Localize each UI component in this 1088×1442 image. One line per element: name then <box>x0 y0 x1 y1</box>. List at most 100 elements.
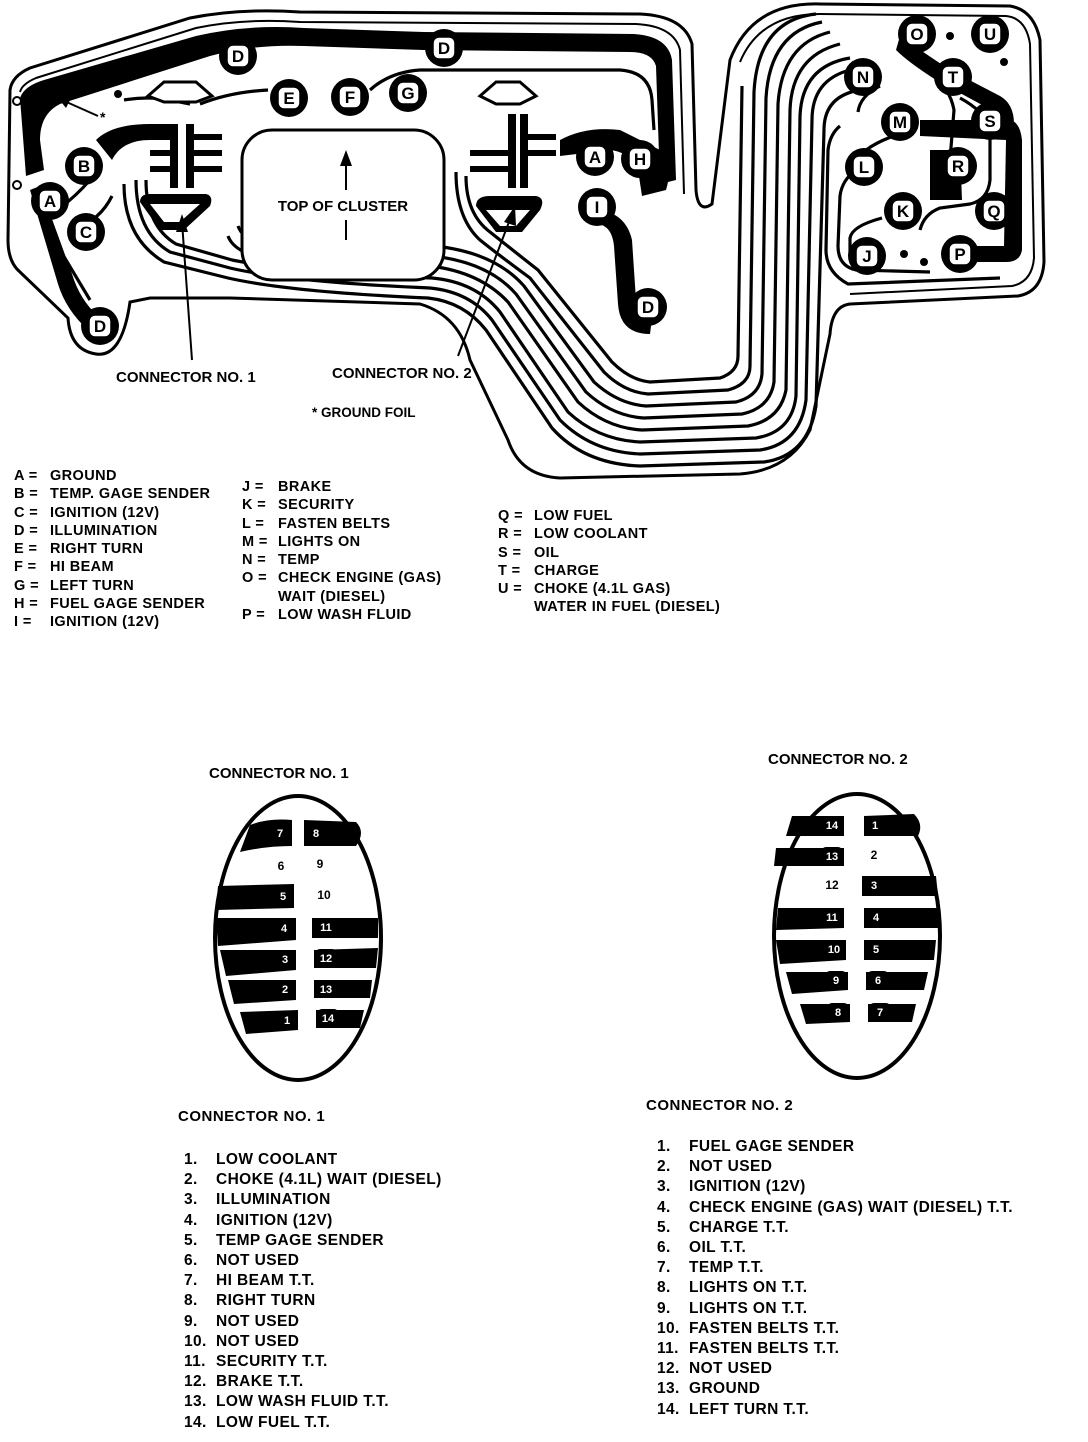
pin-list-item: 2.CHOKE (4.1L) WAIT (DIESEL) <box>184 1170 442 1190</box>
terminal-node-label: T <box>948 68 959 87</box>
connector-pin-13: 13 <box>774 847 844 866</box>
legend-key: C = <box>14 504 39 521</box>
pin-number: 9 <box>833 975 839 987</box>
legend-text: IGNITION (12V) <box>50 504 160 521</box>
terminal-node-label: N <box>857 68 869 87</box>
terminal-node-a1: A <box>31 182 69 220</box>
pin-list-number: 1. <box>184 1151 198 1168</box>
connector-pin-4: 4 <box>864 908 938 928</box>
terminal-node-n: N <box>844 58 882 96</box>
connector-pin-3: 3 <box>862 876 938 896</box>
pin-number: 6 <box>875 975 881 987</box>
pin-list-item: 6.NOT USED <box>184 1251 442 1271</box>
pin-list-number: 13. <box>184 1393 207 1411</box>
board-inner-outline <box>19 12 1036 295</box>
terminal-node-s: S <box>971 102 1009 140</box>
pin-list-item: 12.BRAKE T.T. <box>184 1372 442 1392</box>
pin-list-text: IGNITION (12V) <box>689 1178 806 1196</box>
pin-number: 13 <box>826 851 838 863</box>
legend-entry: R =LOW COOLANT <box>498 525 720 543</box>
window-arrow-head <box>340 150 352 166</box>
pin-list-number: 6. <box>184 1252 198 1270</box>
pin-list-text: LIGHTS ON T.T. <box>689 1299 808 1317</box>
pin-list-item: 8. RIGHT TURN <box>184 1291 442 1311</box>
connector-pin-3: 3 <box>220 950 296 976</box>
pin-list-text: RIGHT TURN <box>216 1292 316 1310</box>
pin-list-item: 4.IGNITION (12V) <box>184 1211 442 1231</box>
terminal-node-label: E <box>283 89 294 108</box>
legend-entry: D =ILLUMINATION <box>14 522 210 540</box>
terminal-node-k: K <box>884 192 922 230</box>
connector-pin-10: 10 <box>776 940 846 964</box>
pin-number: 4 <box>281 923 288 935</box>
ground-foil-arrowhead <box>58 98 70 108</box>
pin-list-number: 2. <box>657 1158 671 1176</box>
top-of-cluster-label: TOP OF CLUSTER <box>278 198 408 215</box>
pin-list-text: ILLUMINATION <box>216 1191 331 1209</box>
terminal-node-h: H <box>621 140 659 178</box>
pin-list-item: 6.OIL T.T. <box>657 1238 1013 1258</box>
ground-foil-top <box>20 27 424 176</box>
pin-list-item: 7.HI BEAM T.T. <box>184 1271 442 1291</box>
pin-list-text: CHARGE T.T. <box>689 1218 789 1236</box>
trace-bundle <box>58 12 1001 468</box>
legend-text: WAIT (DIESEL) <box>278 588 386 605</box>
legend-entry: B =TEMP. GAGE SENDER <box>14 485 210 503</box>
terminal-node-o: O <box>898 15 936 53</box>
pin-list-text: LOW COOLANT <box>216 1151 338 1168</box>
legend-entry: L =FASTEN BELTS <box>242 515 442 533</box>
pin-number: 9 <box>317 857 324 871</box>
legend-entry: C = IGNITION (12V) <box>14 504 210 522</box>
pin-number: 10 <box>317 888 331 902</box>
pin-list-number: 8. <box>184 1292 198 1310</box>
terminal-node-p: P <box>941 235 979 273</box>
pin-list-number: 4. <box>657 1198 671 1216</box>
terminal-node-d2: D <box>219 37 257 75</box>
pin-list-number: 9. <box>657 1299 671 1317</box>
pin-list-item: 12.NOT USED <box>657 1359 1013 1379</box>
legend-entry: S =OIL <box>498 544 720 562</box>
pin-number: 8 <box>835 1007 841 1019</box>
pin-list-text: TEMP GAGE SENDER <box>216 1231 385 1249</box>
terminal-node-f: F <box>331 78 369 116</box>
pin-number: 10 <box>828 944 840 956</box>
pin-list-number: 8. <box>657 1279 671 1297</box>
legend-key: D = <box>14 522 39 539</box>
legend-text: RIGHT TURN <box>50 541 144 558</box>
connector1-callout-arrowhead <box>176 214 188 232</box>
terminal-node-a2: A <box>576 138 614 176</box>
legend-key: J = <box>242 479 264 495</box>
pin-list-text: FASTEN BELTS T.T. <box>689 1319 840 1337</box>
connector-pin-6: 6 <box>278 859 285 873</box>
pin-number: 8 <box>313 828 319 840</box>
legend-key: B = <box>14 486 39 503</box>
legend-entry: P =LOW WASH FLUID <box>242 606 442 624</box>
board-outline <box>6 2 1046 480</box>
legend-key: Q = <box>498 508 523 524</box>
pin-number: 12 <box>320 953 332 965</box>
terminal-node-label: J <box>862 247 871 266</box>
terminal-node-c: C <box>67 213 105 251</box>
pin-list-text: HI BEAM T.T. <box>216 1272 315 1290</box>
terminal-node-label: Q <box>987 202 1000 221</box>
ground-foil-note: * GROUND FOIL <box>312 405 416 420</box>
legend-text: CHOKE (4.1L GAS) <box>534 581 671 598</box>
connector-pin-12: 12 <box>825 878 839 892</box>
legend-entry: I =IGNITION (12V) <box>14 613 210 631</box>
pin-list-text: NOT USED <box>689 1360 773 1378</box>
legend-key: U = <box>498 581 523 598</box>
pin-list-number: 10. <box>184 1332 207 1350</box>
terminal-node-label: M <box>893 113 907 132</box>
connector-pin-5: 5 <box>864 940 936 960</box>
connector-pin-5: 5 <box>216 884 294 910</box>
terminal-node-e: E <box>270 79 308 117</box>
terminal-node-label: A <box>44 192 56 211</box>
legend-text: CHECK ENGINE (GAS) <box>278 570 442 587</box>
pin-list-item: 9. LIGHTS ON T.T. <box>657 1299 1013 1319</box>
terminal-node-label: D <box>94 317 106 336</box>
